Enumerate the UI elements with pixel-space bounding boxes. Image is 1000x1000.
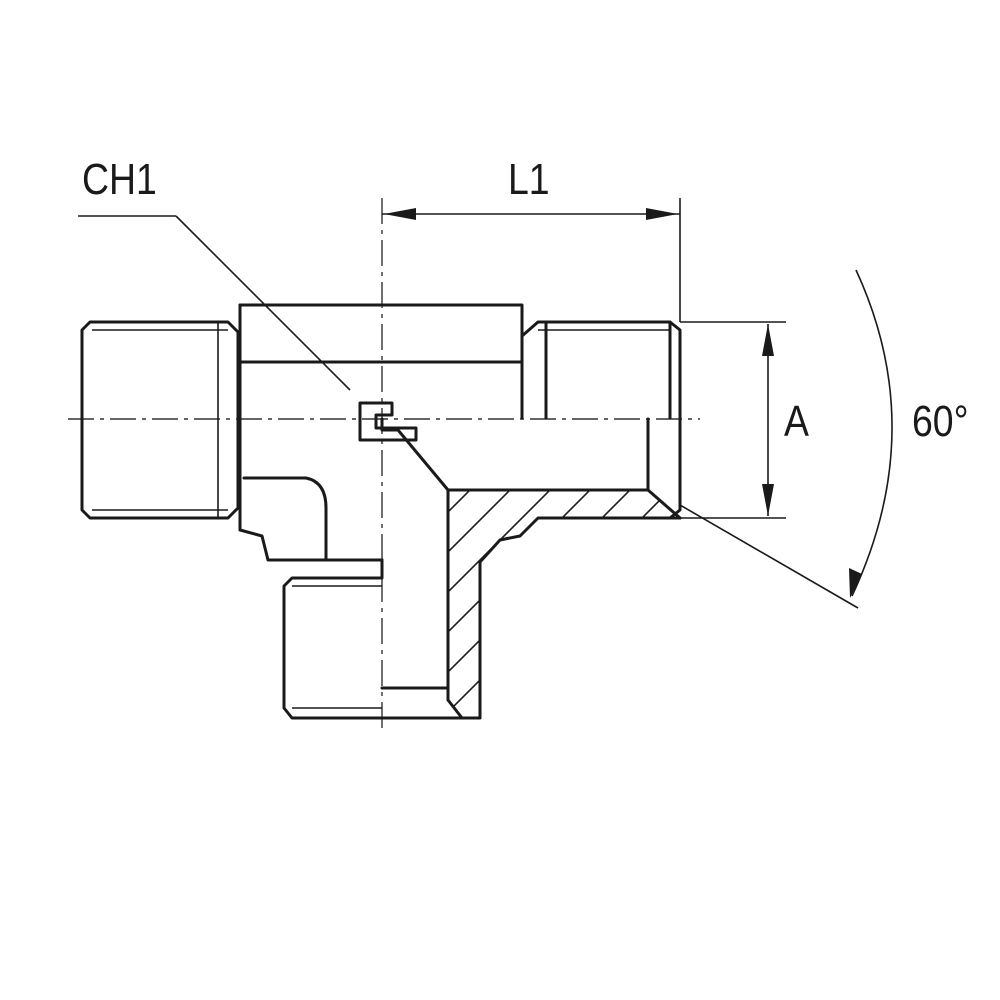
right-thread [520, 320, 682, 520]
a-dimension [680, 321, 786, 519]
wrench-flat-symbol [358, 401, 418, 442]
ch1-label: CH1 [82, 155, 157, 204]
l1-dimension [382, 198, 681, 322]
left-thread [80, 320, 240, 520]
ch1-leader [78, 215, 351, 391]
angle-dimension [679, 269, 893, 609]
l1-label: L1 [508, 155, 550, 204]
bottom-thread [282, 558, 384, 720]
angle-label: 60° [912, 397, 969, 446]
body-hex [238, 303, 524, 562]
a-label: A [784, 397, 809, 446]
